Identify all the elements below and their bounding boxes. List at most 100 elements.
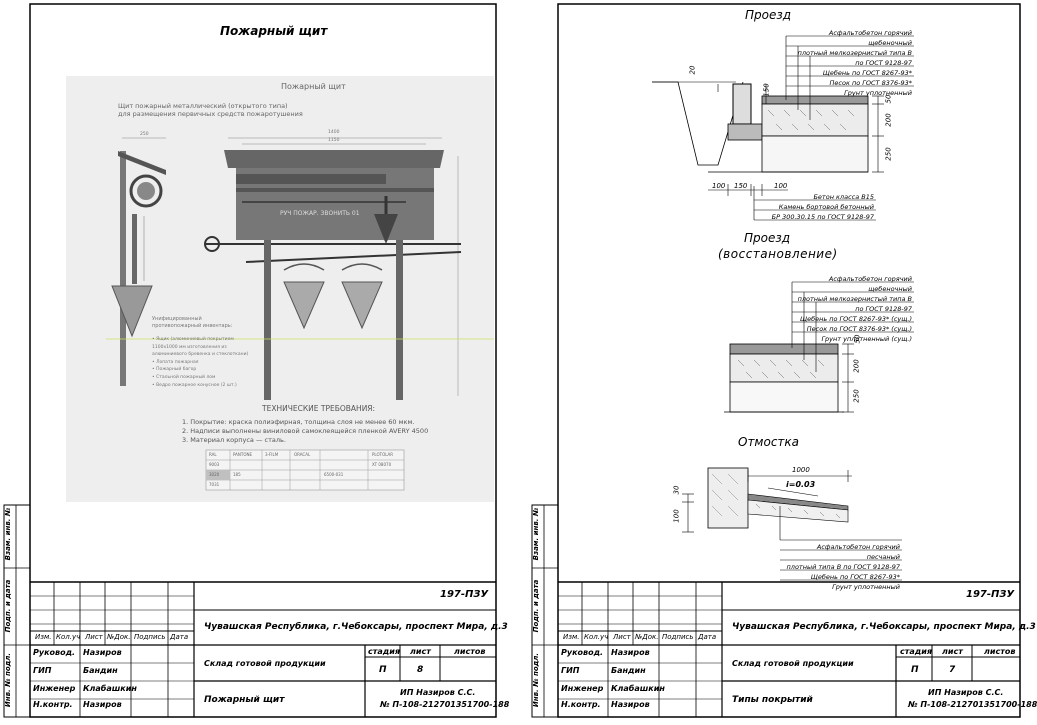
side-label-replacement: Взам. инв. № (532, 507, 540, 561)
inventory-item: • Ведро пожарное конусное (2 шт.) (152, 382, 237, 388)
blind-layer-labels: Асфальтобетон горячий песчаный плотный т… (782, 542, 900, 592)
fire-board-drawing (66, 76, 494, 502)
sheet-label: лист (410, 647, 431, 656)
role-person: Клабашкин (83, 684, 137, 693)
col-plotolar: PLOTOLAR (372, 452, 394, 457)
rest-dim-200: 200 (852, 359, 861, 373)
layer-label: Асфальтобетон горячий щебеночный (828, 29, 912, 47)
dim-20: 20 (688, 65, 697, 75)
cell: 3020 (209, 472, 220, 477)
col-head-kolvo: Кол.уч (584, 633, 609, 641)
col-ral: RAL (209, 452, 217, 457)
cell: 9003 (209, 462, 220, 467)
right-sheet: Проезд Проезд (восстановление) Отмостка … (528, 0, 1037, 721)
dim-150-h: 150 (734, 182, 748, 190)
curb-label: Камень бортовой бетонный (778, 203, 874, 211)
layer-label: Щебень по ГОСТ 8267-93* (сущ.) (799, 315, 912, 323)
col-head-kolvo: Кол.уч (56, 633, 81, 641)
sheet-number: 7 (949, 665, 956, 675)
sheet-name: Типы покрытий (732, 695, 813, 705)
restoration-title-2: (восстановление) (718, 247, 838, 261)
dim-200: 200 (884, 113, 893, 127)
col-head-izm: Изм. (563, 633, 580, 641)
col-3film: 3-FILM (265, 452, 279, 457)
dim-50: 50 (884, 94, 893, 104)
blind-dim-100: 100 (672, 509, 681, 523)
layer-label: Асфальтобетон горячий щебеночный (828, 275, 912, 293)
picture-subtitle-2: для размещения первичных средств пожарот… (118, 110, 303, 118)
sheets-label: листов (454, 647, 486, 656)
stage-label: стадия (368, 647, 400, 656)
sheet-name: Пожарный щит (204, 695, 285, 705)
curb-label: Бетон класса В15 (813, 193, 874, 201)
inventory-title-2: противопожарный инвентарь: (152, 323, 233, 329)
tech-requirements-list: 1. Покрытие: краска полиэфирная, толщина… (182, 418, 428, 445)
inventory-item: алюминиевого бревенка и стеклоткани) (152, 352, 249, 358)
col-head-date: Дата (698, 633, 717, 641)
sheet-title: Пожарный щит (220, 24, 328, 38)
inventory-item: • Пожарный багор (152, 367, 197, 373)
tech-requirements-title: ТЕХНИЧЕСКИЕ ТРЕБОВАНИЯ: (262, 404, 376, 413)
curb-label: БР 300.30.15 по ГОСТ 9128-97 (771, 213, 874, 221)
role: Руковод. (33, 648, 76, 657)
col-oracal: ORACAL (294, 452, 311, 457)
org-name: ИП Назиров С.С. (928, 688, 1004, 697)
role: ГИП (561, 666, 580, 675)
dim-100-a: 100 (712, 182, 726, 190)
layer-label: плотный типа В по ГОСТ 9128-97 (786, 563, 900, 571)
rest-dim-250: 250 (852, 389, 861, 403)
layer-label: Грунт уплотненный (844, 89, 912, 97)
side-label-inventory: Инв. № подл. (4, 652, 12, 708)
layer-label: Щебень по ГОСТ 8267-93* (822, 69, 912, 77)
passage-title: Проезд (745, 8, 792, 22)
layer-label: плотный мелкозернистый типа В (797, 295, 912, 303)
inventory-item: • Лопата пожарная (152, 359, 199, 365)
role: Инженер (33, 684, 76, 693)
doc-code: 197-ПЗУ (440, 589, 489, 600)
role: Н.контр. (561, 700, 601, 709)
tech-requirement: 3. Материал корпуса — сталь. (182, 436, 286, 444)
col-head-doc: №Док. (107, 633, 131, 641)
tech-requirement: 1. Покрытие: краска полиэфирная, толщина… (182, 418, 415, 426)
inventory-item: • Ящик (алюминиевый покрытием (152, 337, 234, 342)
layer-label: по ГОСТ 9128-97 (855, 305, 912, 313)
blind-dim-30: 30 (672, 485, 681, 495)
sheet-label: лист (942, 647, 963, 656)
right-sheet-frame (531, 3, 1021, 718)
cell: XT 08070 (372, 462, 392, 467)
inventory-list: • Ящик (алюминиевый покрытием 1100х1000 … (152, 336, 248, 389)
address: Чувашская Республика, г.Чебоксары, просп… (732, 622, 1036, 632)
left-sheet-frame (3, 3, 497, 718)
col-head-list: Лист (85, 633, 103, 641)
col-head-sign: Подпись (662, 633, 694, 641)
cell: 7031 (209, 482, 220, 487)
picture-heading: Пожарный щит (281, 82, 346, 91)
object-name: Склад готовой продукции (204, 659, 326, 668)
role: Инженер (561, 684, 604, 693)
side-label-sign-date: Подп. и дата (4, 579, 12, 633)
role: ГИП (33, 666, 52, 675)
role-person: Назиров (83, 700, 122, 709)
layer-label: Песок по ГОСТ 8376-93* (829, 79, 912, 87)
role: Руковод. (561, 648, 604, 657)
cell: 185 (233, 472, 241, 477)
dim-1400: 1400 (328, 130, 340, 135)
role-person: Назиров (83, 648, 122, 657)
doc-code: 197-ПЗУ (966, 589, 1015, 600)
layer-label: плотный мелкозернистый типа В (797, 49, 912, 57)
inventory-item: • Стальной пожарный лом (152, 374, 216, 380)
side-label-replacement: Взам. инв. № (4, 507, 12, 561)
role: Н.контр. (33, 700, 73, 709)
slope-label: i=0.03 (786, 480, 816, 489)
org-cert: № П-108-212701351700-188 (380, 700, 510, 709)
dim-250: 250 (884, 147, 893, 161)
address: Чувашская Республика, г.Чебоксары, просп… (204, 622, 508, 632)
layer-label: по ГОСТ 9128-97 (855, 59, 912, 67)
dim-100-b: 100 (774, 182, 788, 190)
fire-board-picture: Пожарный щит Щит пожарный металлический … (66, 76, 494, 502)
inventory-title-1: Унифицированный (152, 316, 202, 322)
sheets-label: листов (984, 647, 1016, 656)
col-head-izm: Изм. (35, 633, 52, 641)
passage-layer-labels: Асфальтобетон горячий щебеночный плотный… (788, 28, 912, 98)
cell: 6500-031 (324, 472, 344, 477)
